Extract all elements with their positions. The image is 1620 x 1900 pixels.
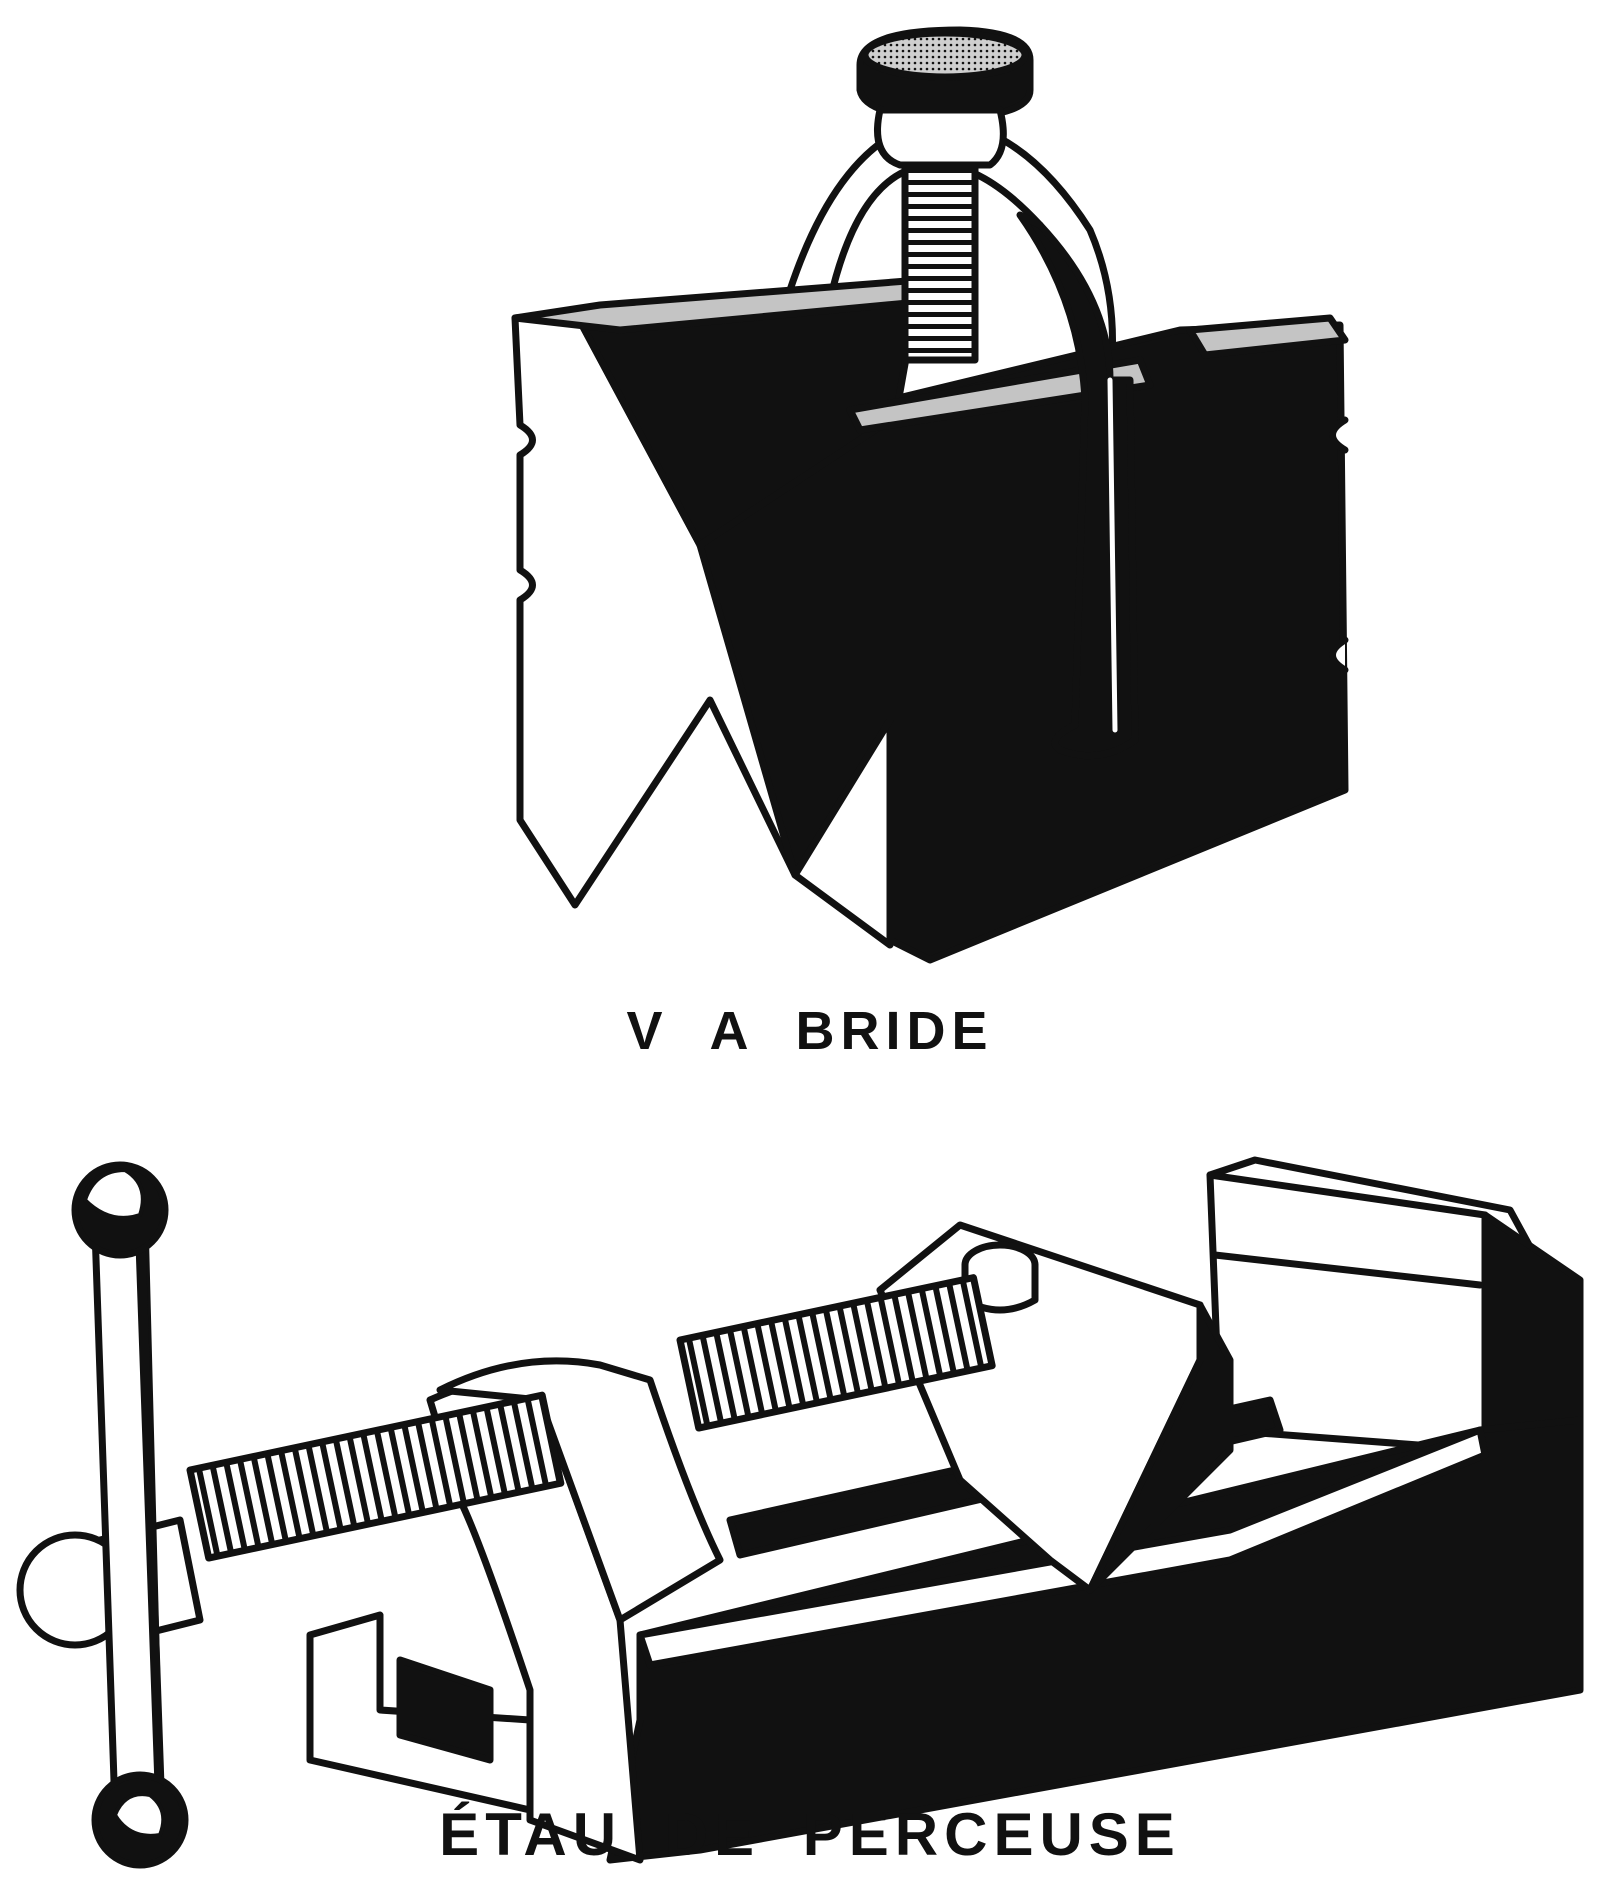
clamp-front-leg [1016, 211, 1139, 760]
t-handle-shadow [135, 1225, 165, 1805]
clamp-boss [874, 106, 1007, 169]
handle-ball-bottom-highlight [113, 1792, 166, 1838]
v-block-mid-rail [846, 356, 1154, 434]
sliding-jaw-face [1086, 1301, 1234, 1594]
nut-arch [436, 1357, 724, 1624]
v-block-top-rail [1186, 314, 1349, 359]
handle-ball-top-highlight [83, 1168, 145, 1220]
caption-v-a-bride: V A BRIDE [626, 1001, 994, 1061]
v-block-clamp-illustration [511, 26, 1349, 964]
v-groove-lower [696, 416, 894, 879]
side-notch-lower [1329, 636, 1349, 674]
side-notch-upper [1329, 416, 1349, 454]
clamp-screw [901, 156, 979, 364]
drill-press-vise-illustration [16, 1156, 1584, 1869]
front-guide-slot [396, 1656, 494, 1764]
lead-screw-rear [676, 1274, 996, 1432]
lead-screw-front [186, 1391, 565, 1562]
clamp-leg-highlight [1107, 377, 1118, 733]
vise-base-side [606, 1416, 1584, 1864]
base-top-rail [636, 1426, 1489, 1669]
fixed-jaw-edge [1211, 1251, 1484, 1289]
caption-etau-de-perceuse: ÉTAU DE PERCEUSE [439, 1801, 1181, 1868]
clamp-knob-top [861, 29, 1029, 81]
